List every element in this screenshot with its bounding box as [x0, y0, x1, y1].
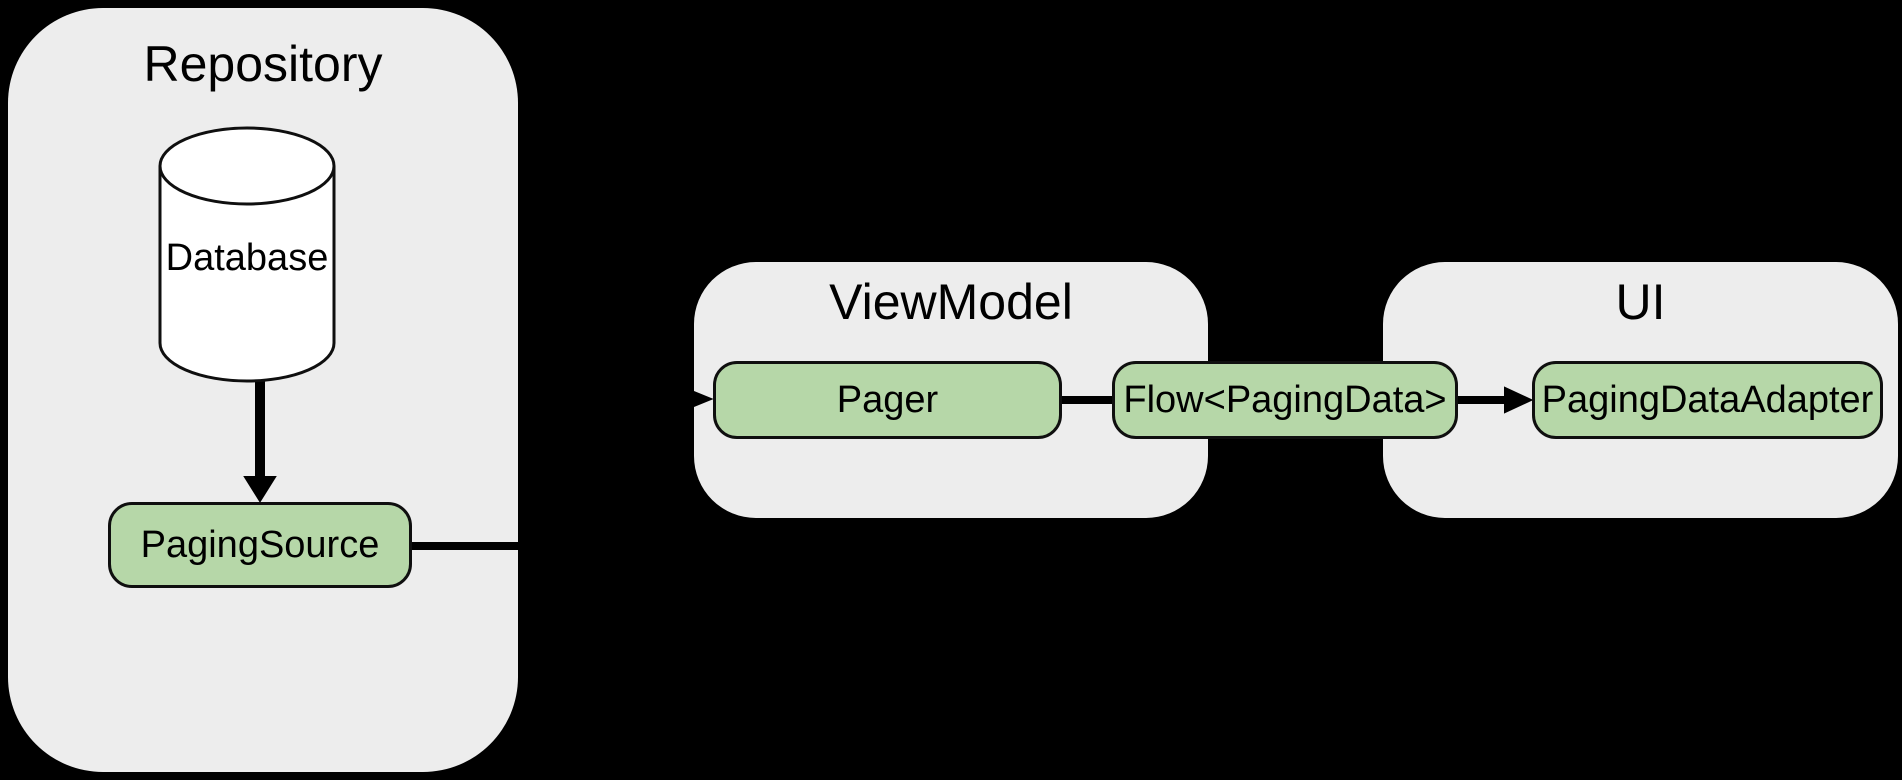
flow-paging-data-label: Flow<PagingData>: [1123, 378, 1447, 421]
ui-title: UI: [1615, 274, 1666, 330]
pager-label: Pager: [836, 378, 939, 421]
arrow-database-to-pagingsource: [243, 374, 277, 503]
database-label: Database: [165, 237, 329, 279]
connector-pagingsource-to-pager: [412, 386, 714, 550]
paging-source-node: PagingSource: [108, 502, 412, 588]
pager-node: Pager: [713, 361, 1062, 439]
repository-title: Repository: [143, 36, 383, 92]
paging-data-adapter-label: PagingDataAdapter: [1541, 378, 1874, 421]
viewmodel-title: ViewModel: [829, 274, 1073, 330]
paging-source-label: PagingSource: [140, 523, 380, 566]
arrow-flow-to-adapter: [1454, 386, 1534, 414]
database-cylinder-icon: [158, 126, 336, 383]
flow-paging-data-node: Flow<PagingData>: [1112, 361, 1458, 439]
paging-data-adapter-node: PagingDataAdapter: [1532, 361, 1883, 439]
